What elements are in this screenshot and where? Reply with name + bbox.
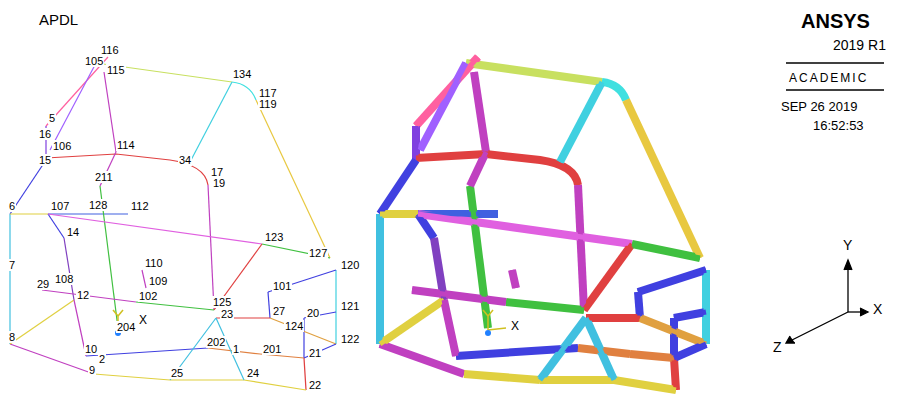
keypoint-number: 124 (284, 320, 304, 332)
keypoint-number: 119 (258, 98, 278, 110)
view-title: APDL (38, 12, 79, 29)
keypoint-number: 114 (116, 139, 136, 151)
axis-label: X (872, 302, 883, 317)
keypoint-number: 134 (232, 68, 252, 80)
keypoint-number: 204 (116, 321, 136, 333)
time-text: 16:52:53 (812, 119, 865, 133)
keypoint-number: 16 (38, 128, 52, 140)
keypoint-number: 201 (262, 343, 282, 355)
keypoint-number: 121 (340, 300, 360, 312)
keypoint-number: 109 (148, 275, 168, 287)
keypoint-number: 101 (272, 280, 292, 292)
keypoint-number: 115 (106, 64, 126, 76)
keypoint-number: 123 (264, 231, 284, 243)
keypoint-number: 22 (308, 379, 322, 391)
keypoint-number: 8 (8, 331, 16, 343)
keypoint-number: 10 (84, 343, 98, 355)
keypoint-number: 105 (84, 55, 104, 67)
license-text: ACADEMIC (788, 72, 869, 85)
logo-text: ANSYS (800, 10, 871, 32)
keypoint-number: 112 (130, 200, 150, 212)
keypoint-number: 25 (170, 367, 184, 379)
keypoint-number: 9 (88, 364, 96, 376)
keypoint-number: 128 (88, 199, 108, 211)
keypoint-number: 2 (98, 353, 106, 365)
axis-label: Y (842, 238, 853, 253)
keypoint-number: 23 (220, 308, 234, 320)
keypoint-number: 21 (308, 347, 322, 359)
keypoint-number: 29 (36, 278, 50, 290)
axis-label: X (138, 314, 148, 327)
axis-label: Z (772, 340, 783, 355)
keypoint-number: 19 (212, 177, 226, 189)
version-text: 2019 R1 (832, 38, 887, 53)
keypoint-number: 107 (50, 200, 70, 212)
keypoint-number: 12 (76, 289, 90, 301)
keypoint-number: 127 (308, 247, 328, 259)
keypoint-number: 7 (8, 259, 16, 271)
axis-label: X (510, 320, 520, 333)
keypoint-number: 106 (52, 140, 72, 152)
keypoint-number: 27 (272, 305, 286, 317)
keypoint-number: 14 (66, 226, 80, 238)
keypoint-number: 15 (38, 154, 52, 166)
keypoint-number: 108 (54, 273, 74, 285)
keypoint-number: 202 (206, 336, 226, 348)
keypoint-number: 122 (340, 333, 360, 345)
keypoint-number: 110 (144, 257, 164, 269)
keypoint-number: 1 (232, 343, 240, 355)
date-text: SEP 26 2019 (780, 100, 858, 114)
keypoint-number: 6 (8, 200, 16, 212)
keypoint-number: 24 (246, 367, 260, 379)
keypoint-number: 102 (138, 290, 158, 302)
keypoint-number: 34 (178, 154, 192, 166)
keypoint-number: 125 (212, 296, 232, 308)
keypoint-number: 20 (306, 307, 320, 319)
keypoint-number: 5 (48, 112, 56, 124)
keypoint-number: 211 (94, 171, 114, 183)
keypoint-number: 120 (340, 259, 360, 271)
